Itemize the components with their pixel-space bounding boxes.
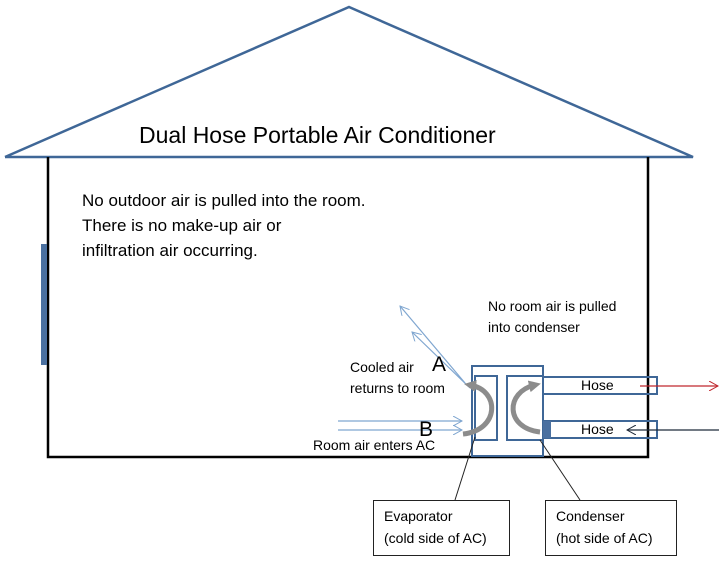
label-line: Cooled air bbox=[350, 359, 414, 375]
outdoor-air-note: No outdoor air is pulled into the room. … bbox=[82, 188, 366, 263]
note-line: No room air is pulled bbox=[488, 298, 617, 314]
cooled-air-arrow-1 bbox=[400, 306, 466, 384]
callout-line: Evaporator bbox=[384, 508, 453, 524]
callout-line: (hot side of AC) bbox=[556, 530, 653, 546]
point-b-label: B bbox=[419, 418, 434, 441]
label-line: returns to room bbox=[350, 380, 445, 396]
intake-hose-seal bbox=[543, 421, 551, 438]
house-walls bbox=[46, 157, 650, 459]
note-line: infiltration air occurring. bbox=[82, 241, 258, 260]
note-line: There is no make-up air or bbox=[82, 216, 282, 235]
intake-hose-label: Hose bbox=[581, 421, 614, 437]
evaporator-flow-arrow bbox=[462, 380, 495, 437]
exhaust-hose-label: Hose bbox=[581, 377, 614, 393]
note-line: into condenser bbox=[488, 319, 580, 335]
roof bbox=[4, 5, 694, 159]
note-line: No outdoor air is pulled into the room. bbox=[82, 191, 366, 210]
evaporator-chamber bbox=[474, 375, 498, 441]
condenser-leader bbox=[539, 439, 581, 501]
point-a-label: A bbox=[432, 353, 447, 376]
evaporator-callout: Evaporator (cold side of AC) bbox=[373, 500, 510, 556]
room-air-label: Room air enters AC bbox=[313, 437, 436, 453]
condenser-chamber bbox=[506, 375, 544, 441]
condenser-callout: Condenser (hot side of AC) bbox=[545, 500, 677, 556]
condenser-air-note: No room air is pulled into condenser bbox=[488, 296, 616, 338]
callout-line: (cold side of AC) bbox=[384, 530, 487, 546]
diagram-title: Dual Hose Portable Air Conditioner bbox=[139, 122, 496, 148]
callout-line: Condenser bbox=[556, 508, 625, 524]
evaporator-leader bbox=[454, 436, 476, 501]
cooled-air-arrow-2 bbox=[412, 332, 471, 389]
cooled-air-label: Cooled air returns to room bbox=[350, 357, 445, 399]
condenser-flow-arrow bbox=[510, 380, 541, 435]
window bbox=[41, 244, 47, 365]
